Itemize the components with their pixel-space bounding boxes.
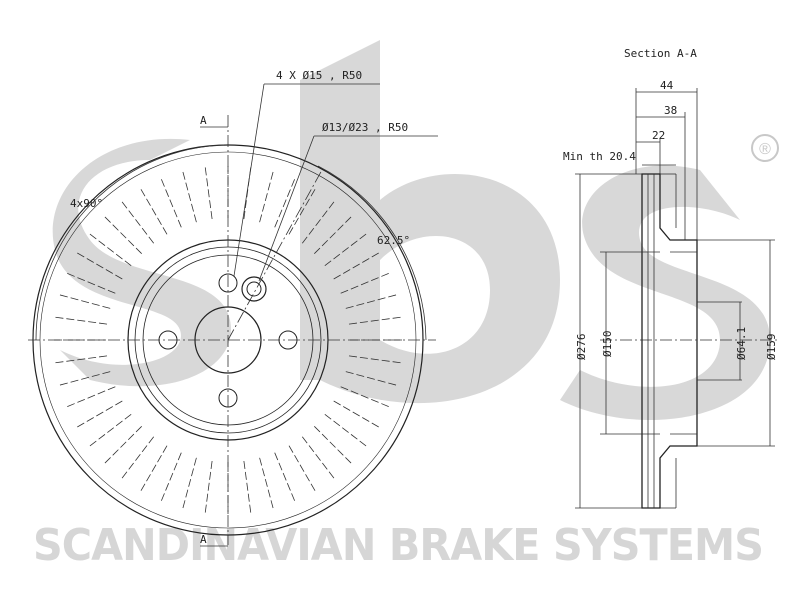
vent-slot [314, 215, 353, 254]
vent-slot [88, 413, 132, 448]
vent-slot [57, 294, 111, 309]
company-name-watermark: SCANDINAVIAN BRAKE SYSTEMS [33, 520, 763, 571]
angled-centerline [227, 169, 323, 341]
vent-slot [340, 272, 391, 294]
vent-slot [182, 457, 197, 511]
dia-outer: Ø276 [575, 334, 588, 361]
watermark: ® SCANDINAVIAN BRAKE SYSTEMS [33, 40, 779, 571]
dia-150: Ø150 [601, 331, 614, 358]
vent-slot [243, 460, 252, 515]
locating-hole-outer [241, 276, 267, 302]
section-marker-bottom: A [200, 533, 207, 546]
vent-slot [314, 426, 353, 465]
vent-slot [324, 232, 368, 267]
dim-38: 38 [664, 104, 677, 117]
vent-slot [139, 187, 168, 235]
section-view: Section A-A 44 38 22 Min th 20.4 [563, 47, 780, 509]
vent-slot [259, 457, 274, 511]
section-title: Section A-A [624, 47, 697, 60]
vent-slot [120, 200, 155, 244]
min-thickness-label: Min th 20.4 [563, 150, 636, 163]
hole-angle-label: 62.5° [377, 234, 410, 247]
vent-slot [182, 169, 197, 223]
vent-slot [324, 413, 368, 448]
vent-slot [103, 426, 142, 465]
bolt-angle-label: 4x90° [70, 197, 103, 210]
vent-slot [75, 400, 123, 429]
vent-slot [65, 386, 116, 408]
dia-center: Ø64.1 [735, 327, 748, 360]
vent-slot [288, 445, 317, 493]
vent-slot [57, 371, 111, 386]
locating-hole-inner [246, 281, 262, 297]
vent-slot [340, 386, 391, 408]
bolt-callout-leader [233, 83, 265, 277]
hole-angle-arc [317, 165, 427, 341]
dim-22: 22 [652, 129, 665, 142]
vent-slot [288, 187, 317, 235]
section-marker-top: A [200, 114, 207, 127]
front-view: A A 4x90° 62.5° 4 X Ø15 , R50 Ø13/Ø23 , … [28, 69, 438, 547]
vent-slot [348, 316, 403, 325]
vent-slot [348, 355, 403, 364]
vent-slot [53, 355, 108, 364]
vent-slot [301, 436, 336, 480]
sbs-logo-watermark [52, 40, 770, 420]
disc-section-profile [641, 173, 698, 509]
registered-mark-circle [751, 134, 779, 162]
vent-slot [274, 452, 296, 503]
center-hole-callout: Ø13/Ø23 , R50 [322, 121, 408, 134]
registered-mark: ® [759, 141, 771, 158]
vent-slot [88, 232, 132, 267]
dia-159: Ø159 [765, 334, 778, 361]
vent-slot [53, 316, 108, 325]
vent-slot [160, 177, 182, 228]
hole-callout-leader [258, 135, 315, 282]
vent-slot [204, 460, 213, 515]
vent-slot [103, 215, 142, 254]
vent-slot [120, 436, 155, 480]
bolt-angle-arc [35, 144, 225, 341]
vent-slot [259, 169, 274, 223]
vent-slot [160, 452, 182, 503]
dim-44: 44 [660, 79, 674, 92]
vent-slot [301, 200, 336, 244]
vent-slot [345, 294, 399, 309]
vent-slot [65, 272, 116, 294]
vent-slot [345, 371, 399, 386]
vent-slot [333, 251, 381, 280]
vent-slot [333, 400, 381, 429]
vent-slot [274, 177, 296, 228]
vent-slot [204, 165, 213, 220]
vent-slot [75, 251, 123, 280]
vent-slot [139, 445, 168, 493]
bolt-holes-callout: 4 X Ø15 , R50 [276, 69, 362, 82]
